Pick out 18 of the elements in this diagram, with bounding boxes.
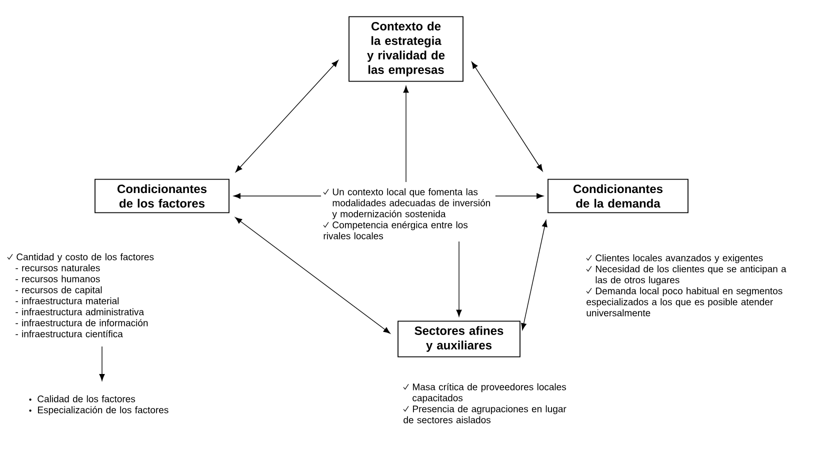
arrow	[521, 220, 548, 330]
arrow	[495, 193, 544, 199]
list-text: Calidad de los factores Especialización de los factores	[29, 395, 168, 416]
list-text: Un contexto local que fomenta las modalidades adecuadas de inversión y modernización sostenida Competencia enérgica entre los rivales locales	[323, 188, 490, 240]
list-text: Masa crítica de proveedores locales capacitados Presencia de agrupaciones en lugar de sectores aislados	[403, 383, 566, 424]
label-box: Contexto de la estrategia y rivalidad de las empresas	[348, 16, 464, 82]
arrow	[403, 86, 409, 182]
arrow	[456, 241, 462, 317]
label-box: Sectores afines y auxiliares	[398, 320, 520, 358]
list-text: Clientes locales avanzados y exigentes Necesidad de los clientes que se anticipan a las de otros lugares Demanda local poco habitual en segmentos especializados a los que es posible atender universalmente	[586, 254, 786, 316]
arrow	[472, 62, 543, 172]
arrow	[99, 346, 105, 381]
list-text: Cantidad y costo de los factores - recursos naturales - recursos humanos - recursos de capital - infraestructura material - infraestructura administrativa - infraestructura de información - infraestructura científica	[7, 253, 154, 338]
label-box: Condicionantes de los factores	[94, 178, 230, 214]
arrow	[236, 60, 338, 172]
arrow	[235, 217, 390, 334]
label-box: Condicionantes de la demanda	[548, 178, 688, 214]
arrow	[234, 193, 322, 199]
